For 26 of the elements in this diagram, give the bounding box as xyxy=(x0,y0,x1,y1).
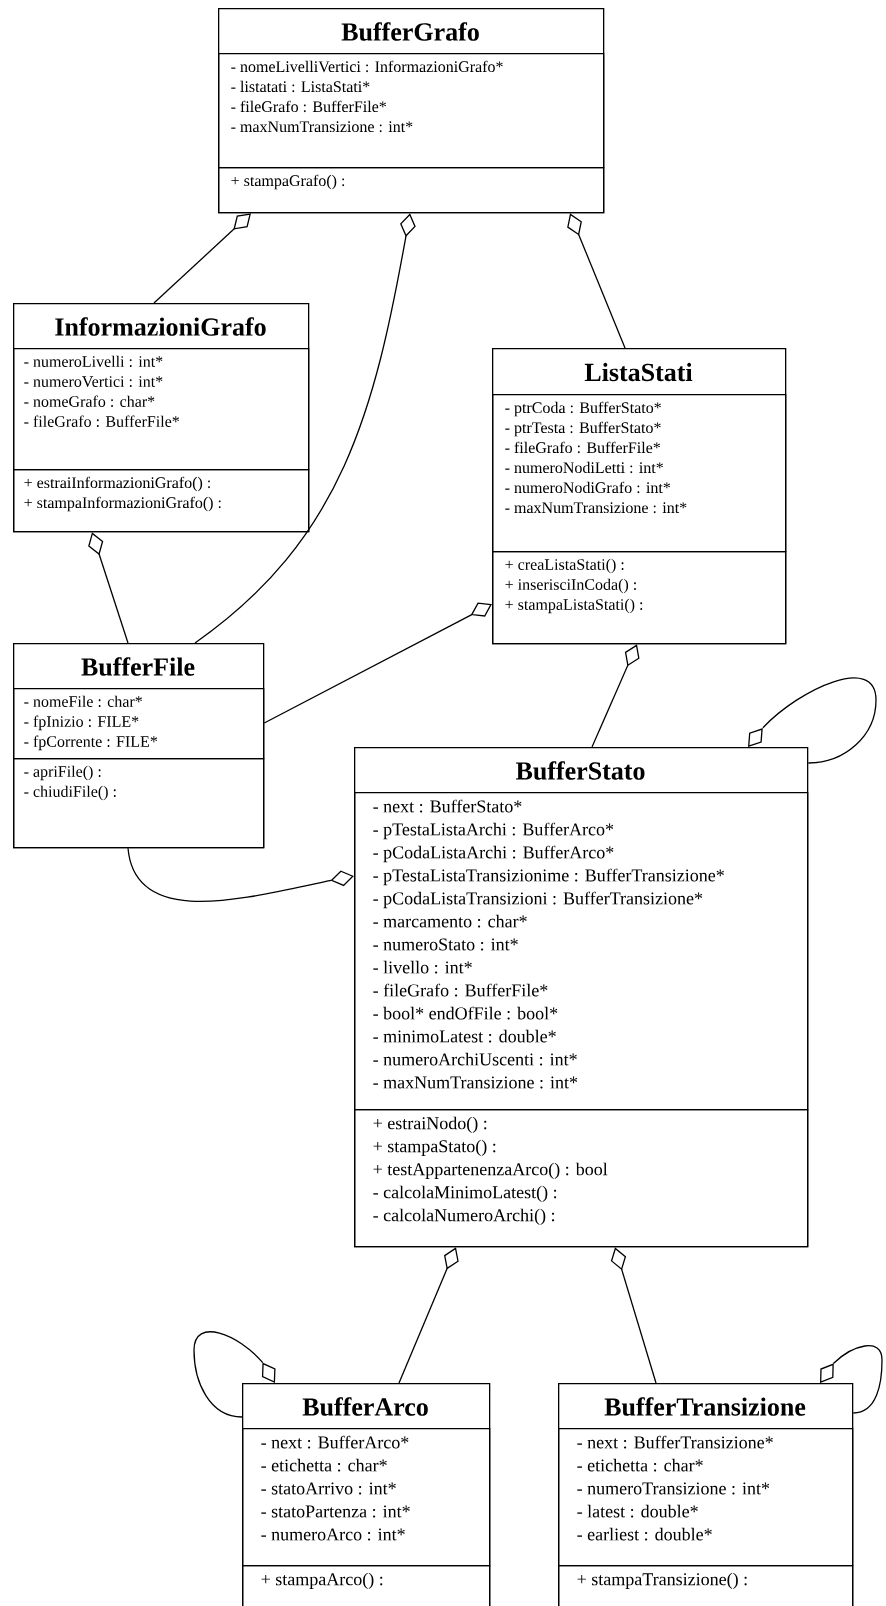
aggregation-line xyxy=(263,602,492,724)
aggregation-line xyxy=(193,1331,276,1418)
method-list: + creaListaStati() : + inserisciInCoda() : + stampaListaStati() : xyxy=(492,551,787,645)
aggregation-line xyxy=(820,1345,883,1414)
aggregation-line xyxy=(194,213,416,644)
aggregation-line xyxy=(153,213,251,304)
method-list: + estraiInformazioniGrafo() : + stampaInformazioniGrafo() : xyxy=(13,469,310,533)
aggregation-line xyxy=(567,213,626,349)
method-list: + estraiNodo() : + stampaStato() : + testAppartenenzaArco() : bool - calcolaMinimoLatest() : - calcolaNumeroArchi() : xyxy=(354,1109,809,1248)
attribute-list: - numeroLivelli : int* - numeroVertici : int* - nomeGrafo : char* - fileGrafo : BufferFile* xyxy=(13,348,310,471)
aggregation-line xyxy=(398,1247,459,1384)
aggregation-line xyxy=(127,847,354,903)
aggregation-line xyxy=(88,532,129,644)
method-list: - apriFile() : - chiudiFile() : xyxy=(13,758,265,849)
aggregation-line xyxy=(610,1247,657,1384)
attribute-list: - next : BufferStato* - pTestaListaArchi : BufferArco* - pCodaListaArchi : BufferArco* - pTestaListaTransizionime : BufferTransizione* - pCodaListaTransizioni : BufferTransizione* - marcamento : char* - numeroStato : int* - livello : int* - fileGrafo : BufferFile* - bool* endOfFile : bool* - minimoLatest : double* - numeroArchiUscenti : int* - maxNumTransizione : int* xyxy=(354,792,809,1111)
method-list: + stampaTransizione() : xyxy=(558,1565,854,1606)
attribute-list: - next : BufferTransizione* - etichetta : char* - numeroTransizione : int* - latest : double* - earliest : double* xyxy=(558,1428,854,1567)
method-list: + stampaArco() : xyxy=(242,1565,491,1606)
method-list: + stampaGrafo() : xyxy=(218,167,605,214)
attribute-list: - nomeLivelliVertici : InformazioniGrafo* - listatati : ListaStati* - fileGrafo : BufferFile* - maxNumTransizione : int* xyxy=(218,53,605,169)
attribute-list: - next : BufferArco* - etichetta : char* - statoArrivo : int* - statoPartenza : int* - numeroArco : int* xyxy=(242,1428,491,1567)
aggregation-line xyxy=(591,644,640,748)
attribute-list: - ptrCoda : BufferStato* - ptrTesta : BufferStato* - fileGrafo : BufferFile* - numeroNodiLetti : int* - numeroNodiGrafo : int* - maxNumTransizione : int* xyxy=(492,394,787,553)
attribute-list: - nomeFile : char* - fpInizio : FILE* - fpCorrente : FILE* xyxy=(13,688,265,760)
aggregation-line xyxy=(748,677,877,764)
